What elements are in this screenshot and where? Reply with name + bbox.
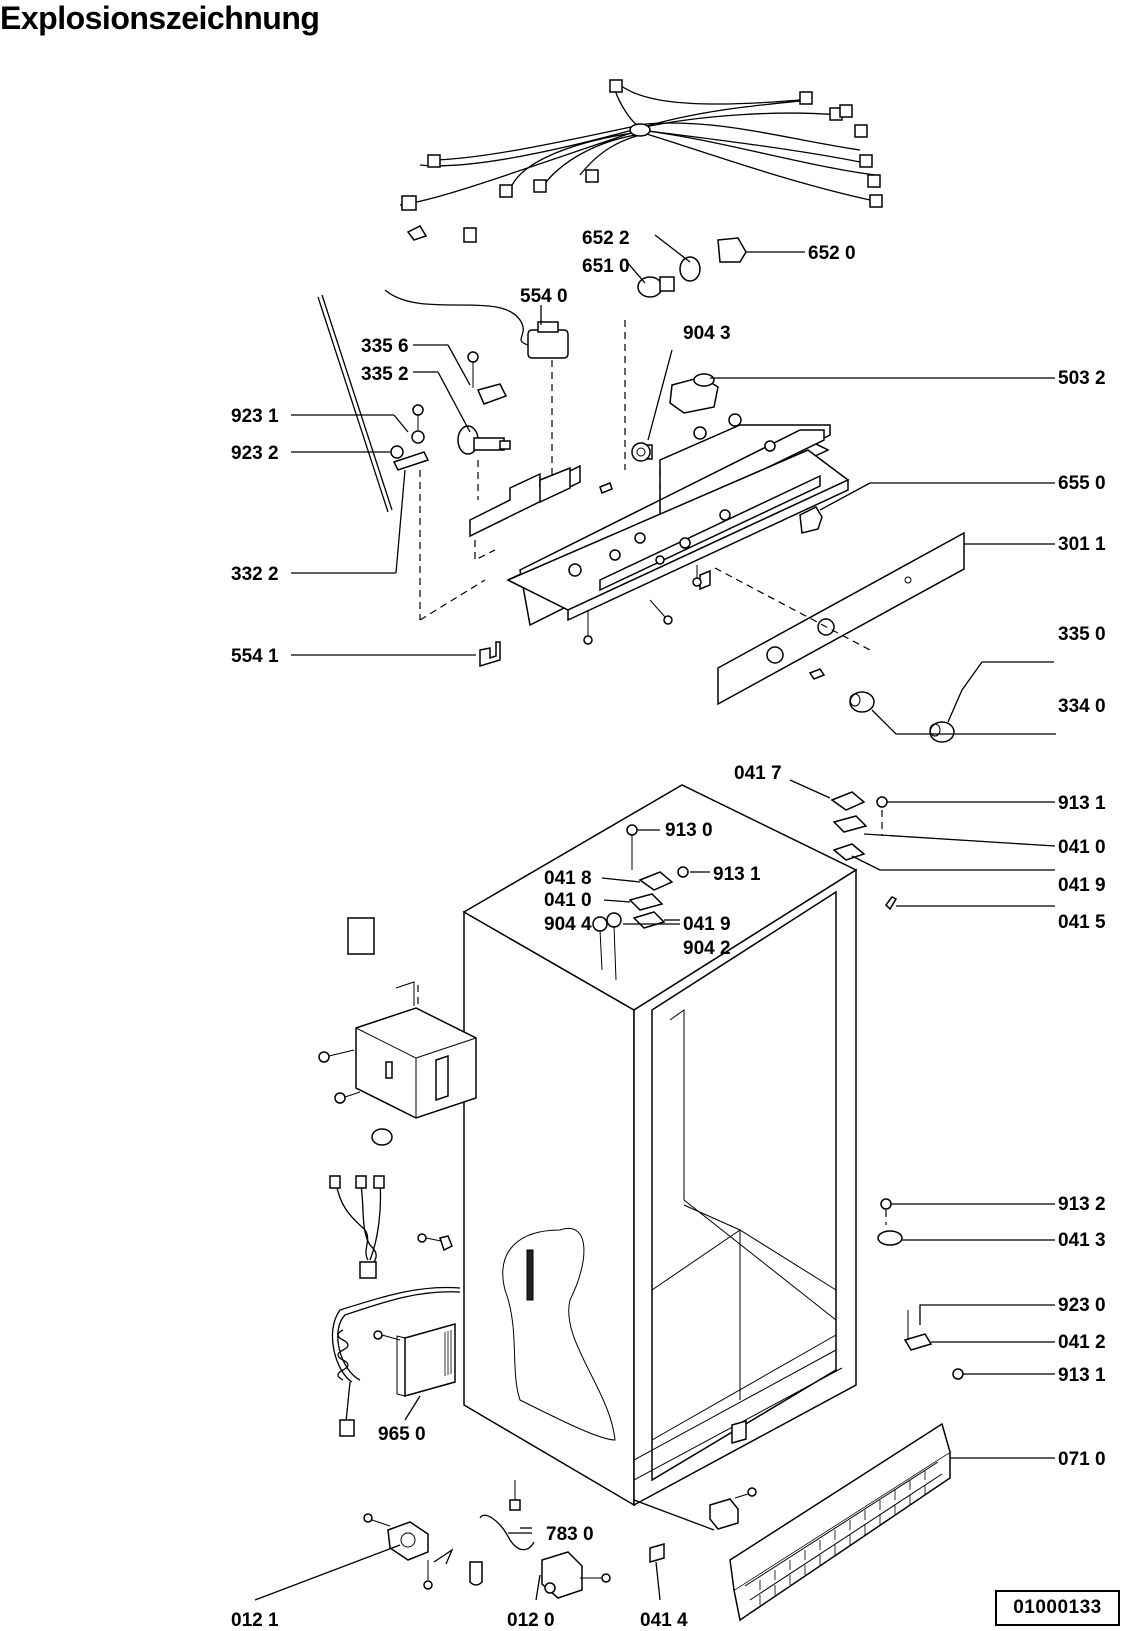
timer-503-2 [669,373,1055,414]
wiring-harness [399,79,883,243]
upper-leader-lines [291,344,673,656]
kick-plate-grille [729,1422,1055,1622]
callout-label: 904 4 [544,914,592,935]
callout-label: 913 1 [713,864,761,885]
callout-label: 913 0 [665,820,713,841]
callout-label: 041 4 [640,1610,688,1631]
page-title: Explosionszeichnung [0,0,320,36]
callout-label: 012 0 [507,1610,555,1631]
callout-label: 913 1 [1058,793,1106,814]
top-hinge-center [592,824,710,981]
top-hinge-right [789,779,1056,911]
callout-label: 041 7 [734,763,782,784]
callout-label: 335 0 [1058,624,1106,645]
callout-label: 041 5 [1058,912,1106,933]
clip-554-1 [479,641,501,668]
thermostat-335 [457,351,511,500]
document-number-box: 01000133 [995,1590,1120,1626]
lower-wire-harness [329,1175,453,1279]
callout-label: 041 3 [1058,1230,1106,1251]
callout-label: 783 0 [546,1524,594,1545]
callout-label: 334 0 [1058,696,1106,717]
callout-label: 652 2 [582,228,630,249]
rod-assembly [317,294,486,621]
bottom-hinge-right [877,1198,1055,1380]
mounting-bracket [469,464,613,561]
power-cord-controller [331,1286,461,1437]
callout-label: 012 1 [231,1610,279,1631]
control-housing [506,320,850,645]
callout-label: 651 0 [582,256,630,277]
lamp-socket-group [626,234,805,298]
callout-label: 041 9 [683,914,731,935]
callout-label: 923 1 [231,406,279,427]
callout-label: 335 2 [361,364,409,385]
callout-label: 652 0 [808,243,856,264]
cabinet-body [462,784,858,1507]
callout-label: 503 2 [1058,368,1106,389]
callout-label: 904 2 [683,938,731,959]
callout-label: 301 1 [1058,534,1106,555]
callout-label: 655 0 [1058,473,1106,494]
bottom-leader-lines [254,1532,661,1601]
front-panel-301-1 [714,531,1055,706]
callout-label: 335 6 [361,336,409,357]
callout-label: 923 0 [1058,1295,1106,1316]
lamp-holder-655-0 [799,482,1055,534]
callout-label: 041 0 [1058,837,1106,858]
callout-label: 071 0 [1058,1449,1106,1470]
callout-label: 041 9 [1058,875,1106,896]
knob-904-3 [631,442,651,462]
callout-label: 041 8 [544,868,592,889]
switch-554-0 [384,289,569,485]
callout-label: 041 2 [1058,1332,1106,1353]
callout-label: 923 2 [231,443,279,464]
bottom-parts [363,1420,757,1599]
callout-label: 554 1 [231,646,279,667]
knobs-334-335 [849,661,1056,743]
callout-label: 965 0 [378,1424,426,1445]
relay-box [318,917,477,1146]
callout-label: 913 1 [1058,1365,1106,1386]
callout-label: 041 0 [544,890,592,911]
callout-labels: 652 2 651 0 652 0 554 0 904 3 335 6 335 … [231,228,1106,1631]
callout-label: 554 0 [520,286,568,307]
callout-label: 904 3 [683,323,731,344]
callout-label: 332 2 [231,564,279,585]
callout-label: 913 2 [1058,1194,1106,1215]
